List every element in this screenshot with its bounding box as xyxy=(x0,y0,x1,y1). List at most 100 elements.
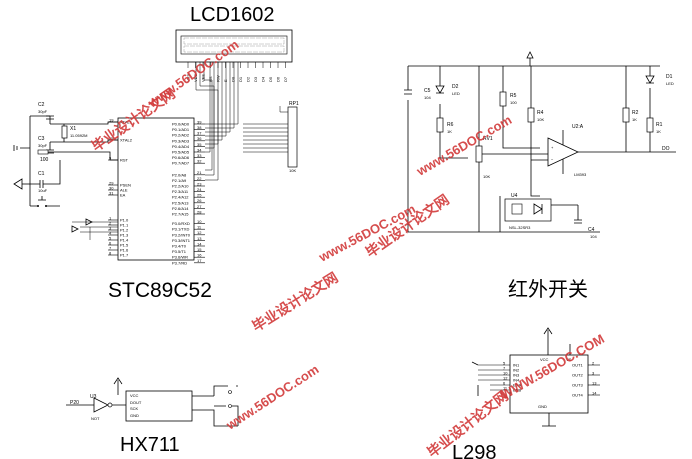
mcu-pin-number-left: 5 xyxy=(109,235,112,240)
r4-value: 10K xyxy=(537,117,544,122)
rv1-value: 10K xyxy=(483,174,490,179)
l298-pin-label-right: OUT2 xyxy=(572,373,583,378)
rv1-label: RV1 xyxy=(483,136,493,142)
l298-pin-label-right: OUT3 xyxy=(572,383,583,388)
lcd-pin-label: E xyxy=(223,79,228,82)
mcu-pin-label-right: P0.4/AD4 xyxy=(172,144,190,149)
lcd-pin-label: VEE xyxy=(201,74,206,82)
watermark-url-4: www.56DOC.com xyxy=(223,362,322,433)
l298-pin-label-left: IN4 xyxy=(513,378,520,383)
title-stc89c52: STC89C52 xyxy=(108,279,212,302)
lcd-pin-label: RS xyxy=(208,76,213,82)
not-label: NOT xyxy=(91,416,100,421)
l298-pin-vcc: VCC xyxy=(540,357,549,362)
mcu-pin-label-right: P2.7/A15 xyxy=(172,212,189,217)
l298-pin-label-right: OUT1 xyxy=(572,363,583,368)
title-hx711: HX711 xyxy=(120,434,180,456)
mcu-pin-number-right: 17 xyxy=(197,258,202,263)
mcu-pin-number-right: 38 xyxy=(197,125,202,130)
port1-wires xyxy=(71,218,118,240)
mcu-pin-label-left: P1.2 xyxy=(120,228,129,233)
mcu-pin-number-right: 11 xyxy=(197,225,202,230)
l298-pin-number-right: 3 xyxy=(592,371,595,376)
u4-value: NSL-32SR3 xyxy=(509,225,531,230)
mcu-pin-number-left: 6 xyxy=(109,240,112,245)
mcu-pin-label-left: P1.3 xyxy=(120,233,129,238)
hx-pin-sck: SCK xyxy=(130,406,139,411)
mcu-pin-number-right: 16 xyxy=(197,253,202,258)
mcu-pin-label-left: P1.5 xyxy=(120,243,129,248)
mcu-pin-label-left: RST xyxy=(120,158,129,163)
l298-pin-number-left: 12 xyxy=(503,376,508,381)
do-label: DO xyxy=(662,146,670,152)
x1-label: X1 xyxy=(70,126,76,132)
mcu-pin-number-right: 22 xyxy=(197,176,202,181)
mcu-pin-number-right: 15 xyxy=(197,247,202,252)
oscillator-reset-network: C2 30pF C3 30pF X1 11.0592M 100 C1 10uF xyxy=(13,102,118,207)
u3-label: U3 xyxy=(90,394,97,400)
mcu-pin-label-right: P3.0/RXD xyxy=(172,221,190,226)
l298-pin-label-left: IN3 xyxy=(513,373,520,378)
mcu-pin-number-left: 7 xyxy=(109,245,112,250)
mcu-pin-number-right: 10 xyxy=(197,219,202,224)
mcu-pin-number-right: 35 xyxy=(197,142,202,147)
l298-pin-number-right: 13 xyxy=(592,381,597,386)
d2-led: LED xyxy=(452,91,460,96)
svg-text:−: − xyxy=(551,157,554,162)
mcu-pin-number-left: 8 xyxy=(109,250,112,255)
rp1-value: 10K xyxy=(289,168,296,173)
r5-value: 100 xyxy=(510,100,517,105)
l298-pin-number-left: 5 xyxy=(503,361,506,366)
hx711-module: U3 NOT P20 VCC DOUT SCK GND xyxy=(66,377,239,427)
mcu-pin-number-left: 4 xyxy=(109,230,112,235)
mcu-pin-number-left: 3 xyxy=(109,225,112,230)
lcd-pin-label: D6 xyxy=(276,76,281,82)
mcu-pin-label-right: P0.1/AD1 xyxy=(172,127,190,132)
mcu-pin-number-right: 26 xyxy=(197,198,202,203)
l298-pin-gnd: GND xyxy=(538,404,547,409)
mcu-pin-label-right: P0.5/AD5 xyxy=(172,150,190,155)
c5-label: C5 xyxy=(424,88,431,94)
r2-label: R2 xyxy=(632,110,639,116)
r6-value: 1K xyxy=(447,129,452,134)
mcu-pin-label-left: ALE xyxy=(120,188,128,193)
mcu-pin-number-right: 21 xyxy=(197,170,202,175)
mcu-pin-number-right: 34 xyxy=(197,147,202,152)
mcu-pin-number-left: 1 xyxy=(109,215,112,220)
mcu-pin-label-right: P3.4/T0 xyxy=(172,244,187,249)
rp1-resistor-pack: RP1 10K xyxy=(243,101,299,173)
mcu-pin-label-right: P0.3/AD3 xyxy=(172,138,190,143)
p20-label: P20 xyxy=(70,400,79,406)
mcu-pin-label-right: P0.7/AD7 xyxy=(172,161,190,166)
mcu-pin-label-left: XTAL2 xyxy=(120,138,133,143)
lcd-pin-label: D7 xyxy=(283,76,288,82)
mcu-pin-label-right: P3.7/RD xyxy=(172,260,187,265)
mcu-pin-label-left: P1.6 xyxy=(120,248,129,253)
d1-led: LED xyxy=(666,81,674,86)
l298-pin-label-left: ENB xyxy=(513,388,522,393)
mcu-pin-label-right: P3.1/TXD xyxy=(172,227,189,232)
c3-label: C3 xyxy=(38,136,45,142)
hx-pin-vcc: VCC xyxy=(130,393,139,398)
mcu-pin-label-right: P3.6/WR xyxy=(172,255,188,260)
l298-pin-number-right: 14 xyxy=(592,391,597,396)
ir-switch-circuit: C5 104 D2 LED R6 1K R5 100 R4 10K RV1 10… xyxy=(404,51,676,239)
mcu-pin-number-left: 9 xyxy=(109,155,112,160)
r4-label: R4 xyxy=(537,110,544,116)
mcu-pin-number-right: 14 xyxy=(197,241,202,246)
r5-label: R5 xyxy=(510,93,517,99)
l298-pin-number-left: 6 xyxy=(503,381,506,386)
rp1-label: RP1 xyxy=(289,101,299,107)
stc89c52-chip: XTAL119XTAL218RST9PSEN29ALE30EA31P1.01P1… xyxy=(108,62,299,265)
d1-label: D1 xyxy=(666,74,673,80)
x1-value: 11.0592M xyxy=(70,133,88,138)
d2-label: D2 xyxy=(452,84,459,90)
l298-pin-number-right: 2 xyxy=(592,361,595,366)
r6-label: R6 xyxy=(447,122,454,128)
lcd-pin-label: VSS xyxy=(186,74,191,82)
mcu-pin-number-right: 23 xyxy=(197,181,202,186)
c3-value: 30pF xyxy=(38,143,48,148)
